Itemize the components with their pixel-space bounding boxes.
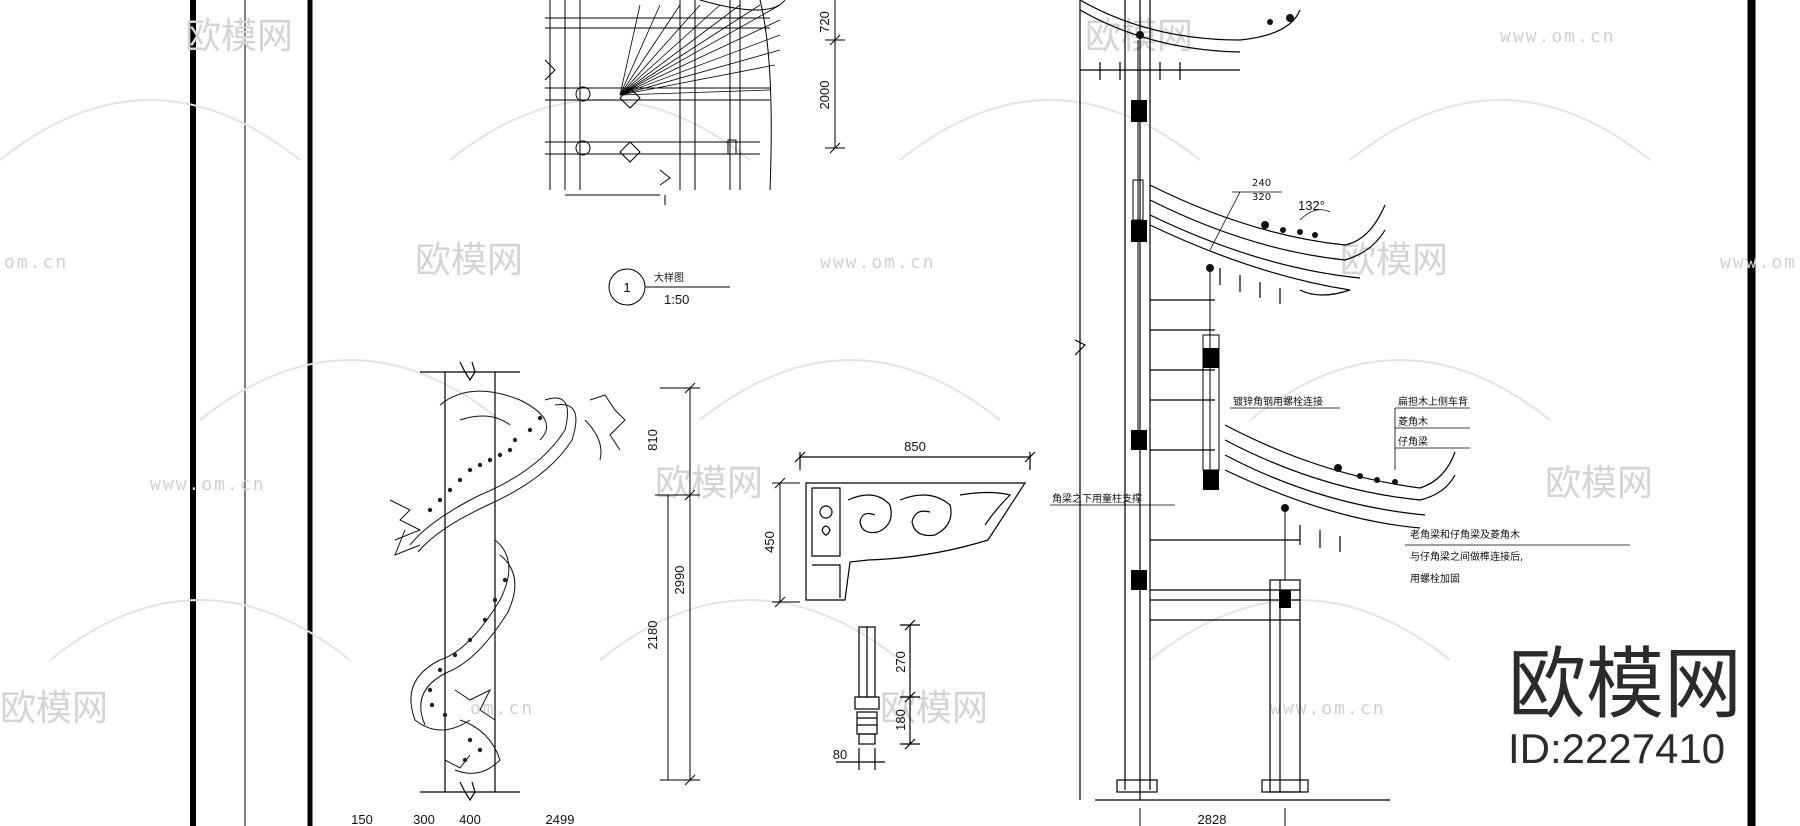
section-bottom-dim [1139,808,1286,826]
eave-middle [1149,184,1386,304]
annotation-leaders [1050,191,1630,546]
dim-850: 850 [904,439,926,454]
note-line-1: 老角梁和仔角梁及菱角木 [1410,528,1520,541]
note-line-2: 与仔角梁之间做榫连接后, [1410,550,1523,563]
section-struts [1132,40,1286,580]
bracket-height-dim [772,477,800,608]
top-dimension-line [825,0,845,154]
watermark-brand-1: 欧模网 [185,16,293,57]
dragon-scales [427,415,543,763]
dim-2828: 2828 [1198,812,1227,826]
lattice-fan-lines [619,4,781,96]
section-columns [1074,0,1390,801]
detail-number: 1 [623,280,630,295]
watermark-brand-block: 欧模网 ID:2227410 [1508,643,1742,771]
watermark-logos: 欧模网 欧模网 欧模网 欧模网 欧模网 欧模网 欧模网 欧模网 www.om.c… [0,16,1800,729]
watermark-url-2: www.om.cn [820,252,936,273]
dragon-dimension-lines [655,382,700,786]
watermark-arcs [0,99,1651,661]
angle-label: 132° [1298,198,1325,213]
watermark-brand-4: 欧模网 [1340,240,1448,281]
bracket-detail [794,451,1036,601]
watermark-brand-5: 欧模网 [655,463,763,504]
dim-2499: 2499 [546,812,575,826]
dragon-column [420,361,520,802]
watermark-brand-7: 欧模网 [0,688,108,729]
frame-lines [190,0,1756,826]
dim-150: 150 [351,812,373,826]
dragon-carving [389,390,626,774]
dim-2000: 2000 [817,81,832,110]
brand-logo-text: 欧模网 [1507,640,1742,730]
note-steel-bolt: 镀锌角钢用螺栓连接 [1233,395,1323,408]
dim-270: 270 [893,651,908,673]
dim-180: 180 [893,709,908,731]
dim-300: 300 [413,812,435,826]
dim-2180: 2180 [645,621,660,650]
watermark-url-5: www.om.cn [1270,698,1386,719]
dim-810: 810 [645,429,660,451]
note-lower-beam: 角梁之下用童柱支撑 [1052,492,1142,505]
watermark-brand-6: 欧模网 [1545,463,1653,504]
eave-upper [1079,0,1301,80]
dim-450: 450 [762,531,777,553]
watermark-url-1: www.om.cn [1500,26,1616,47]
eave-note-240: 240 [1252,178,1271,189]
brand-id-label: ID:2227410 [1507,725,1726,772]
note-line-3: 用螺栓加固 [1410,572,1460,585]
watermark-brand-8: 欧模网 [880,688,988,729]
dim-720: 720 [817,11,832,33]
pin-detail [836,619,920,770]
watermark-url-3: www.om.cn [1720,252,1800,273]
dim-80: 80 [833,747,847,762]
callout-3: 仔角梁 [1398,435,1428,448]
lattice-detail [544,0,786,205]
watermark-url-4: www.om.cn [150,474,266,495]
eave-note-320: 320 [1252,192,1271,203]
detail-label: 1 大样图 1:50 [608,268,730,307]
callout-1: 扁担木上侧车背 [1398,395,1468,408]
section-column-blocks [1131,100,1291,608]
detail-scale: 1:50 [664,292,689,307]
watermark-brand-2: 欧模网 [415,240,523,281]
callout-2: 菱角木 [1398,416,1428,428]
eave-ornaments [1136,14,1398,512]
dim-2990: 2990 [672,566,687,595]
dim-400: 400 [459,812,481,826]
watermark-url-fragment-2: om.cn [470,698,534,719]
watermark-url-fragment-1: om.cn [4,252,68,273]
eave-lower [1224,424,1456,552]
detail-title: 大样图 [654,271,684,284]
